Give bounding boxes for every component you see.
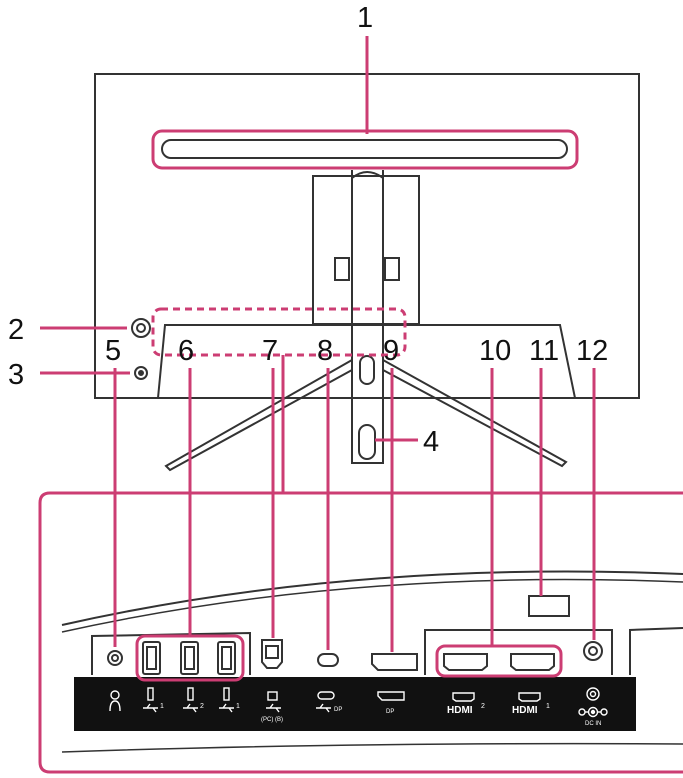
power-button — [131, 318, 151, 338]
dc-in-label: DC IN — [585, 721, 601, 727]
label-strip-icons — [109, 687, 608, 718]
top-slot — [161, 139, 568, 159]
cable-clip — [358, 424, 376, 460]
callout-8: 8 — [317, 335, 333, 367]
hdmi-icon — [518, 692, 541, 702]
stand-leg-left — [164, 359, 353, 472]
port-panel-detail — [61, 570, 683, 753]
usb-a-1-number: 1 — [160, 703, 164, 710]
label-strip — [74, 677, 636, 731]
hdmi-port-2 — [443, 653, 488, 671]
callout-10: 10 — [479, 335, 511, 367]
stand-neck — [351, 170, 384, 464]
hdmi-icon — [452, 692, 475, 702]
usb-stick-icon — [223, 687, 230, 701]
detail-highlights — [113, 368, 596, 682]
usb-a-port-2 — [180, 641, 199, 675]
usb-stick-icon — [147, 687, 154, 701]
usb-a-port-1 — [142, 641, 161, 675]
usb-a-2-number: 2 — [200, 703, 204, 710]
usb-a-port-3 — [217, 641, 236, 675]
callout-6: 6 — [178, 335, 194, 367]
usb-icon — [183, 703, 198, 713]
dp-icon — [377, 691, 405, 701]
label-strip-text: 1 2 1 (PC) (B) DP DP HDMI 2 HDMI 1 DC IN — [160, 703, 601, 727]
usb-icon — [266, 703, 281, 713]
usb-b-label: (PC) (B) — [261, 717, 283, 723]
callout-4: 4 — [423, 426, 439, 458]
control-button — [134, 366, 148, 380]
dc-in-port — [583, 641, 603, 661]
hdmi-2-logo: HDMI — [447, 705, 473, 716]
callout-5: 5 — [105, 335, 121, 367]
displayport-label: DP — [386, 709, 394, 715]
usb-stick-icon — [187, 687, 194, 701]
lower-housing — [157, 324, 576, 399]
stand-leg-right — [382, 359, 568, 468]
hdmi-1-number: 1 — [546, 703, 550, 710]
monitor-rear-view — [94, 73, 640, 472]
headphone-icon — [109, 690, 121, 712]
usb-c-label: DP — [334, 707, 342, 713]
polarity-icon — [578, 706, 608, 718]
usb-a-3-number: 1 — [236, 703, 240, 710]
mount-bracket — [312, 175, 420, 325]
hdmi-1-logo: HDMI — [512, 705, 538, 716]
usb-icon — [316, 703, 331, 713]
hdmi-2-number: 2 — [481, 703, 485, 710]
callout-2: 2 — [8, 314, 24, 346]
callout-3: 3 — [8, 359, 24, 391]
cable-clip-upper — [359, 355, 375, 385]
highlights — [38, 36, 683, 774]
usb-c-icon — [317, 691, 335, 700]
usb-b-port — [261, 639, 283, 669]
usb-icon — [219, 703, 234, 713]
callout-9: 9 — [383, 335, 399, 367]
callout-1: 1 — [357, 2, 373, 34]
usb-icon — [143, 703, 158, 713]
callout-12: 12 — [576, 335, 608, 367]
hdmi-port-1 — [510, 653, 555, 671]
callout-numbers: 1 2 3 4 5 6 7 8 9 10 11 12 — [8, 2, 608, 458]
security-slot — [528, 595, 570, 617]
usb-c-port — [317, 653, 339, 667]
callout-7: 7 — [262, 335, 278, 367]
dc-in-icon — [586, 687, 600, 701]
callout-11: 11 — [529, 335, 559, 367]
headphone-port — [107, 650, 123, 666]
usb-b-icon — [267, 691, 278, 701]
displayport-port — [371, 653, 418, 671]
